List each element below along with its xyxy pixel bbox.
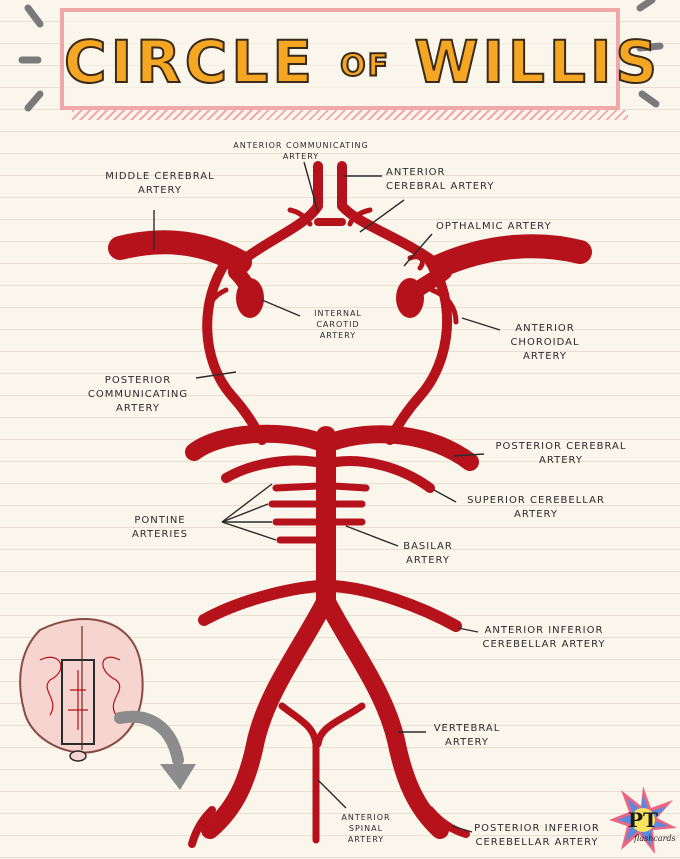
label-opthalmic-artery: OPTHALMIC ARTERY	[436, 221, 552, 232]
vertebral-artery-left	[201, 591, 335, 839]
title-word-of: OF	[339, 47, 391, 84]
brain-inset	[19, 618, 144, 762]
anterior-inferior-cerebellar-artery-right	[326, 580, 462, 632]
anterior-cerebral-artery-right	[337, 161, 445, 271]
label-anterior-inferior-cerebellar-artery: ANTERIOR INFERIOR CEREBELLAR ARTERY	[482, 625, 606, 650]
title-word-circle: CIRCLE	[63, 27, 316, 97]
page-title: CIRCLE OF WILLIS	[63, 27, 658, 97]
label-pontine-arteries: PONTINE ARTERIES	[131, 515, 189, 540]
vertebral-artery-right	[317, 591, 449, 839]
label-anterior-spinal-artery: ANTERIOR SPINAL ARTERY	[341, 813, 391, 844]
posterior-cerebral-artery-left	[185, 424, 329, 461]
label-superior-cerebellar-artery: SUPERIOR CEREBELLAR ARTERY	[467, 495, 605, 520]
logo-text: PT	[628, 808, 658, 832]
posterior-cerebral-artery-right	[323, 425, 479, 471]
superior-cerebellar-artery-right	[331, 456, 435, 493]
pontine-artery	[272, 482, 322, 492]
opthalmic-artery-right	[407, 254, 425, 271]
pt-logo-burst	[609, 786, 677, 854]
pontine-artery	[330, 482, 370, 492]
title-box: CIRCLE OF WILLIS	[60, 8, 658, 120]
posterior-inferior-cerebellar-artery-right	[426, 806, 470, 838]
anterior-cerebral-artery-left	[235, 161, 323, 267]
middle-cerebral-artery-right	[428, 234, 592, 278]
label-anterior-cerebral-artery: ANTERIOR CEREBRAL ARTERY	[386, 167, 495, 192]
label-internal-carotid-artery: INTERNAL CAROTID ARTERY	[314, 309, 362, 340]
label-anterior-choroidal-artery: ANTERIOR CHOROIDAL ARTERY	[510, 323, 580, 362]
logo-subtext: flashcards	[634, 834, 676, 843]
posterior-communicating-artery-right	[385, 257, 453, 445]
anterior-spinal-artery	[278, 702, 320, 844]
opthalmic-artery-left	[232, 255, 253, 275]
posterior-inferior-cerebellar-artery-left	[188, 806, 216, 848]
posterior-communicating-artery-left	[202, 257, 267, 445]
superior-cerebellar-artery-left	[221, 455, 321, 483]
label-posterior-cerebral-artery: POSTERIOR CEREBRAL ARTERY	[495, 441, 627, 466]
label-middle-cerebral-artery: MIDDLE CEREBRAL ARTERY	[105, 171, 215, 196]
title-word-willis: WILLIS	[413, 27, 662, 97]
middle-cerebral-artery-left	[108, 230, 252, 274]
label-basilar-artery: BASILAR ARTERY	[403, 541, 453, 566]
anterior-inferior-cerebellar-artery-left	[198, 580, 326, 626]
inset-arrow	[114, 710, 184, 766]
label-posterior-communicating-artery: POSTERIOR COMMUNICATING ARTERY	[87, 375, 189, 414]
label-anterior-communicating-artery: ANTERIOR COMMUNICATING ARTERY	[233, 141, 369, 161]
label-vertebral-artery: VERTEBRAL ARTERY	[433, 723, 501, 748]
label-posterior-inferior-cerebellar-artery: POSTERIOR INFERIOR CEREBELLAR ARTERY	[474, 823, 600, 848]
